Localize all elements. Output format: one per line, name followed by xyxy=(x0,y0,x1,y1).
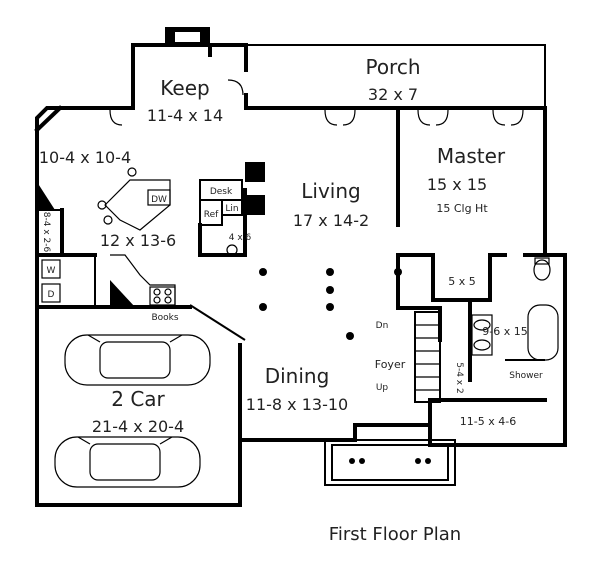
label-dw: DW xyxy=(151,195,167,205)
kitchen-walls xyxy=(35,182,135,307)
room-name-porch: Porch xyxy=(365,55,420,79)
desk-area xyxy=(198,162,265,257)
columns xyxy=(259,268,402,340)
room-ceiling-master: 15 Clg Ht xyxy=(436,202,488,215)
kitchen-counters xyxy=(110,254,176,307)
label-books: Books xyxy=(151,313,178,323)
car-top xyxy=(64,334,211,386)
room-size-master: 15 x 15 xyxy=(427,175,487,194)
label-ref: Ref xyxy=(204,210,219,220)
front-stoop xyxy=(324,439,456,486)
room-size-porch: 32 x 7 xyxy=(368,85,418,104)
label-shower: Shower xyxy=(509,371,543,381)
label-dn: Dn xyxy=(376,321,389,331)
room-size-wic: 11-5 x 4-6 xyxy=(460,415,516,428)
label-pwd: 4 x 6 xyxy=(229,233,252,243)
label-desk: Desk xyxy=(210,187,233,197)
room-name-keep: Keep xyxy=(160,76,209,100)
room-name-foyer: Foyer xyxy=(375,358,406,371)
room-size-garage: 21-4 x 20-4 xyxy=(92,417,184,436)
stair xyxy=(414,311,441,403)
room-size-closet: 5 x 5 xyxy=(448,275,476,288)
room-name-garage: 2 Car xyxy=(111,387,165,411)
keep-walls xyxy=(131,43,248,110)
car-bottom xyxy=(54,436,201,488)
room-size-kitchen: 12 x 13-6 xyxy=(100,231,176,250)
label-washer: W xyxy=(47,266,56,276)
porch-doors xyxy=(109,79,524,126)
kitchen-island xyxy=(97,167,171,231)
plan-title: First Floor Plan xyxy=(329,524,461,545)
breakfast-bay xyxy=(34,105,63,133)
room-size-breakfast: 10-4 x 10-4 xyxy=(39,148,131,167)
room-size-bath: 9-6 x 15 xyxy=(482,325,527,338)
laundry xyxy=(41,259,61,303)
room-size-living: 17 x 14-2 xyxy=(293,211,369,230)
room-name-master: Master xyxy=(437,144,506,168)
label-dryer: D xyxy=(48,290,55,300)
room-name-living: Living xyxy=(301,179,360,203)
label-lin: Lin xyxy=(225,204,238,214)
master-bath-fixtures xyxy=(471,257,559,361)
room-size-keep: 11-4 x 14 xyxy=(147,106,223,125)
label-up: Up xyxy=(376,383,389,393)
room-name-dining: Dining xyxy=(265,364,330,388)
label-closet2: 5-4 x 2 xyxy=(454,362,464,393)
room-size-dining: 11-8 x 13-10 xyxy=(246,395,348,414)
label-pantry: 8-4 x 2-6 xyxy=(41,212,51,253)
